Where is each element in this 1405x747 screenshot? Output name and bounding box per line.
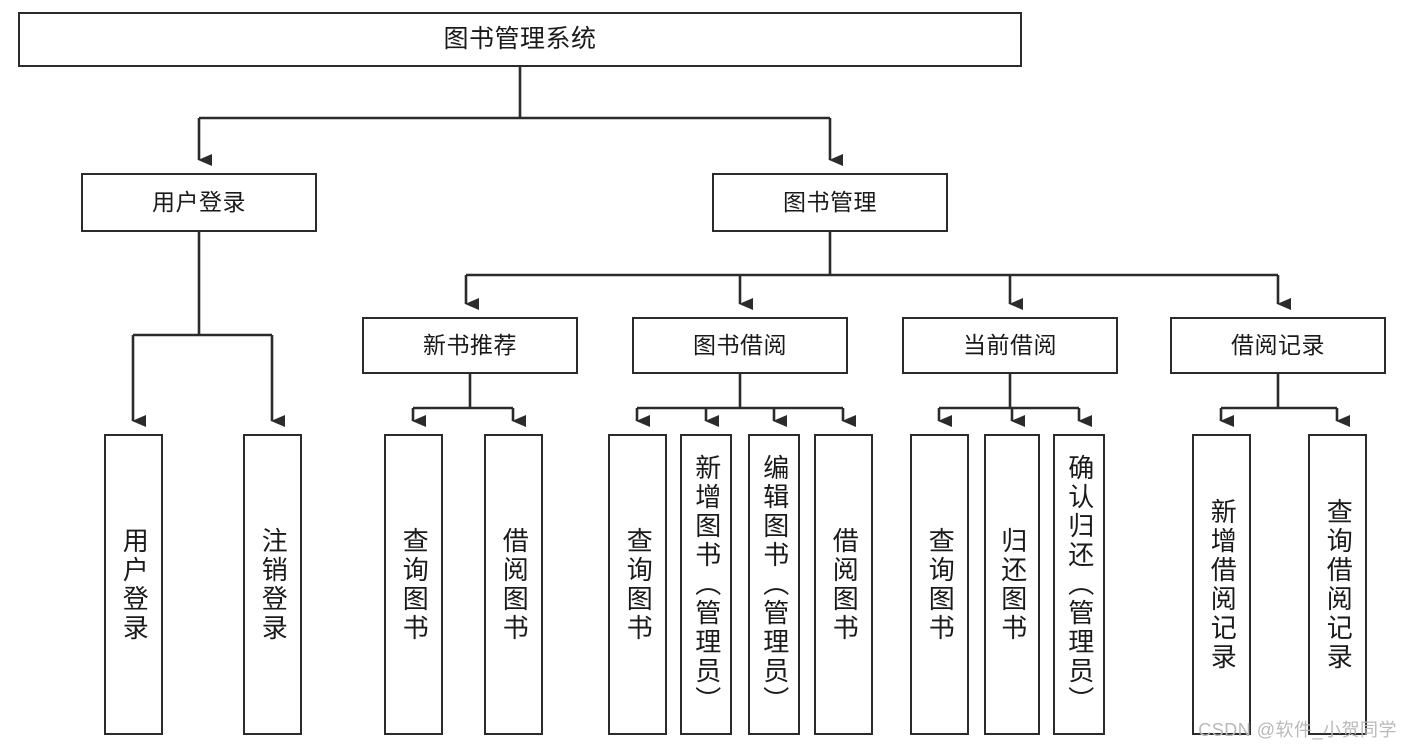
node-leaf-borrow-book-2-label: 借阅图书 (829, 526, 860, 643)
node-leaf-query-book-3[interactable]: 查询图书 (910, 434, 969, 735)
node-book-manage-label: 图书管理 (783, 188, 877, 215)
node-borrow-record[interactable]: 借阅记录 (1170, 317, 1386, 374)
node-root[interactable]: 图书管理系统 (18, 12, 1022, 67)
node-leaf-user-login[interactable]: 用户登录 (104, 434, 163, 735)
node-leaf-query-borrow-record[interactable]: 查询借阅记录 (1308, 434, 1367, 735)
node-leaf-query-book-2[interactable]: 查询图书 (608, 434, 667, 735)
node-root-label: 图书管理系统 (443, 24, 597, 53)
node-leaf-borrow-book-1[interactable]: 借阅图书 (484, 434, 543, 735)
node-leaf-query-borrow-record-label: 查询借阅记录 (1323, 497, 1354, 672)
node-leaf-edit-book-label: 编辑图书（管理员） (759, 454, 790, 715)
node-leaf-borrow-book-2[interactable]: 借阅图书 (814, 434, 873, 735)
node-leaf-return-book[interactable]: 归还图书 (984, 434, 1040, 735)
node-borrow-record-label: 借阅记录 (1231, 331, 1325, 358)
node-leaf-query-book-3-label: 查询图书 (925, 526, 956, 643)
node-book-manage[interactable]: 图书管理 (712, 173, 948, 232)
node-leaf-add-book[interactable]: 新增图书（管理员） (680, 434, 732, 735)
node-leaf-user-login-label: 用户登录 (119, 526, 150, 643)
node-new-book-recommend[interactable]: 新书推荐 (362, 317, 578, 374)
node-leaf-edit-book[interactable]: 编辑图书（管理员） (748, 434, 800, 735)
node-current-borrow[interactable]: 当前借阅 (902, 317, 1118, 374)
node-current-borrow-label: 当前借阅 (963, 331, 1057, 358)
node-leaf-return-book-label: 归还图书 (997, 526, 1028, 643)
node-user-login[interactable]: 用户登录 (81, 173, 317, 232)
node-book-borrow-label: 图书借阅 (693, 331, 787, 358)
node-leaf-add-borrow-record[interactable]: 新增借阅记录 (1192, 434, 1251, 735)
node-leaf-query-book-2-label: 查询图书 (623, 526, 654, 643)
node-leaf-confirm-return[interactable]: 确认归还（管理员） (1053, 434, 1105, 735)
node-leaf-logout-login-label: 注销登录 (258, 526, 289, 643)
node-user-login-label: 用户登录 (152, 188, 246, 215)
node-book-borrow[interactable]: 图书借阅 (632, 317, 848, 374)
node-leaf-borrow-book-1-label: 借阅图书 (499, 526, 530, 643)
node-leaf-confirm-return-label: 确认归还（管理员） (1064, 454, 1095, 715)
node-new-book-recommend-label: 新书推荐 (423, 331, 517, 358)
node-leaf-query-book-1[interactable]: 查询图书 (384, 434, 443, 735)
node-leaf-query-book-1-label: 查询图书 (399, 526, 430, 643)
node-leaf-add-book-label: 新增图书（管理员） (691, 454, 722, 715)
node-leaf-add-borrow-record-label: 新增借阅记录 (1207, 497, 1238, 672)
node-leaf-logout-login[interactable]: 注销登录 (243, 434, 302, 735)
